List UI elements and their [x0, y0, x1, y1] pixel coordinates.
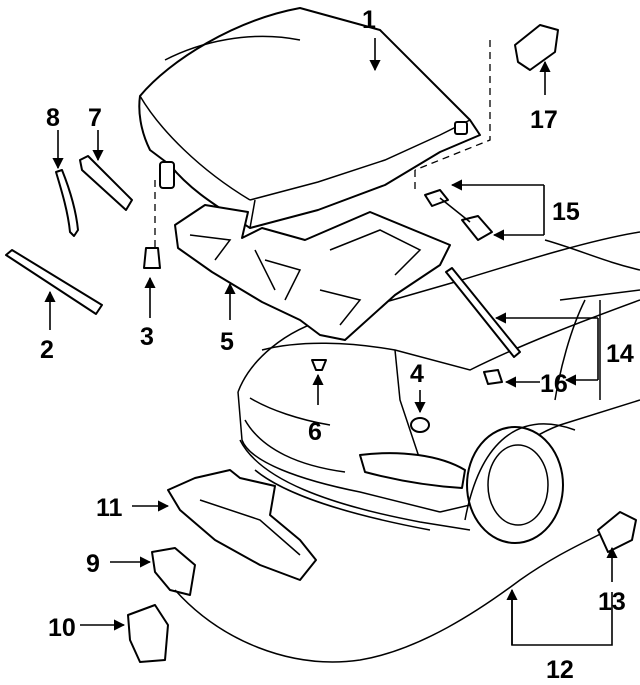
prop-rod — [55, 169, 79, 237]
callout-16: 16 — [540, 370, 568, 398]
callout-14: 14 — [606, 340, 634, 368]
guide-line — [414, 40, 491, 171]
callout-9: 9 — [86, 550, 100, 578]
hood-lift-strut — [445, 267, 521, 358]
ball-stud — [483, 369, 503, 385]
insulator-clip — [311, 359, 327, 371]
headlight — [359, 452, 466, 489]
callout-3: 3 — [140, 323, 154, 351]
hood-bumper — [143, 247, 161, 269]
latch-assembly — [127, 604, 169, 663]
callout-17: 17 — [530, 106, 558, 134]
callout-12: 12 — [546, 656, 574, 684]
callout-6: 6 — [308, 418, 322, 446]
hood-seal — [5, 249, 103, 315]
hood-insulator — [174, 204, 451, 341]
grommet — [410, 417, 430, 433]
prop-rod-holder — [79, 155, 133, 211]
callout-15: 15 — [552, 198, 580, 226]
release-cable — [174, 529, 609, 663]
latch-support — [167, 469, 317, 581]
callout-2: 2 — [40, 336, 54, 364]
callout-4: 4 — [410, 360, 424, 388]
lift-support-fittings — [424, 189, 493, 241]
callout-13: 13 — [598, 588, 626, 616]
release-handle — [597, 511, 637, 553]
callout-11: 11 — [96, 494, 123, 522]
hood-hinge — [514, 24, 559, 71]
vehicle-body — [237, 231, 640, 544]
hood-latch — [151, 547, 196, 596]
callout-1: 1 — [362, 6, 376, 34]
hood-panel — [138, 7, 481, 229]
callout-10: 10 — [48, 614, 76, 642]
leader-lines — [44, 38, 618, 646]
callout-8: 8 — [46, 104, 60, 132]
callout-5: 5 — [220, 328, 234, 356]
callout-7: 7 — [88, 104, 102, 132]
